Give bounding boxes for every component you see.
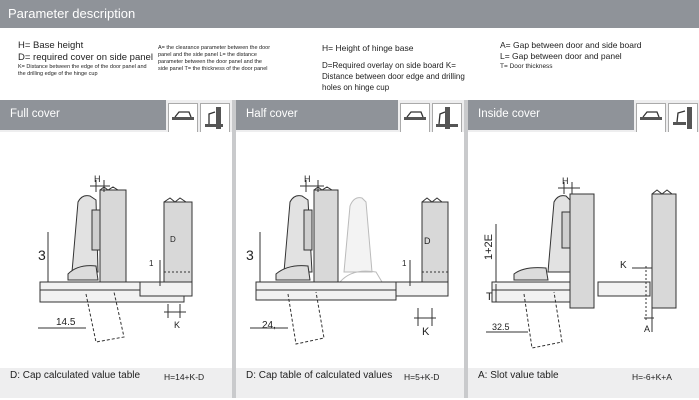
hinge-thumbnail-icon[interactable] — [200, 103, 230, 133]
panel-header: Inside cover — [468, 100, 634, 130]
panel-title: Inside cover — [478, 108, 541, 120]
desc-line: Distance between door edge and drilling — [322, 72, 465, 81]
label-k: K — [422, 326, 430, 338]
panel-formula: H=5+K-D — [404, 372, 440, 382]
label-k: K — [174, 320, 180, 330]
desc-line: H= Height of hinge base — [322, 43, 414, 53]
label-a: A — [644, 324, 650, 334]
hinge-thumbnail-icon[interactable] — [636, 103, 666, 133]
panel-footer: D: Cap calculated value table — [10, 370, 141, 381]
desc-column-2: A= the clearance parameter between the d… — [158, 45, 288, 73]
label-h: H — [94, 174, 101, 184]
desc-line: A= the clearance parameter between the d… — [158, 45, 271, 51]
label-1: 1 — [149, 259, 154, 268]
label-t: T — [486, 291, 493, 303]
panel-title: Full cover — [10, 108, 60, 120]
desc-line: holes on hinge cup — [322, 83, 390, 92]
hinge-thumbnail-icon[interactable] — [400, 103, 430, 133]
label-dim: 14.5 — [56, 317, 76, 328]
half-cover-diagram: H 3 D 1 24, K — [246, 174, 449, 345]
label-h: H — [304, 174, 311, 184]
hinge-thumbnail-icon[interactable] — [432, 103, 462, 133]
label-3: 3 — [38, 247, 46, 263]
page-title: Parameter description — [8, 6, 136, 21]
label-dim: 24, — [262, 320, 276, 331]
full-cover-diagram: H 3 D 1 14.5 K — [38, 174, 193, 343]
desc-line: T= Door thickness — [500, 63, 553, 70]
diagram-area: H 3 D 1 14.5 K — [0, 132, 232, 368]
desc-column-1: H= Base height D= required cover on side… — [18, 40, 158, 78]
label-dim: 32.5 — [492, 322, 510, 332]
hinge-thumbnail-icon[interactable] — [168, 103, 198, 133]
label-d: D — [424, 236, 431, 246]
diagram-area: H 3 D 1 24, K — [236, 132, 464, 368]
panel-divider — [464, 100, 468, 398]
desc-line: D=Required overlay on side board K= — [322, 61, 456, 70]
panel-divider — [232, 100, 236, 398]
desc-line: K= Distance between the edge of the door… — [18, 64, 147, 70]
label-3: 3 — [246, 247, 254, 263]
desc-line: A= Gap between door and side board — [500, 40, 642, 50]
inside-cover-diagram: 1+2E H T 32.5 K A — [483, 176, 677, 349]
desc-column-3: H= Height of hinge base D=Required overl… — [322, 42, 492, 93]
label-h: H — [562, 176, 569, 186]
label-e: 1+2E — [483, 234, 495, 260]
panel-title: Half cover — [246, 108, 298, 120]
header-bar: Parameter description — [0, 0, 699, 28]
desc-line: side panel T= the thickness of the door … — [158, 66, 268, 72]
panel-footer: A: Slot value table — [478, 370, 559, 381]
hinge-thumbnail-icon[interactable] — [668, 103, 698, 133]
panel-inside-cover: Inside cover — [468, 100, 699, 398]
desc-line: panel and the side panel L= the distance — [158, 52, 257, 58]
label-1: 1 — [402, 259, 407, 268]
desc-line: L= Gap between door and panel — [500, 51, 622, 61]
desc-line: H= Base height — [18, 40, 84, 51]
panel-header: Full cover — [0, 100, 166, 130]
desc-column-4: A= Gap between door and side board L= Ga… — [500, 40, 690, 71]
panel-header: Half cover — [236, 100, 398, 130]
label-d: D — [170, 235, 176, 244]
panel-footer: D: Cap table of calculated values — [246, 370, 393, 381]
desc-line: parameter between the door panel and the — [158, 59, 262, 65]
label-k: K — [620, 260, 627, 271]
diagram-area: 1+2E H T 32.5 K A — [468, 132, 699, 368]
panel-formula: H=-6+K+A — [632, 372, 672, 382]
desc-line: D= required cover on side panel — [18, 52, 153, 63]
desc-line: the drilling edge of the hinge cup — [18, 71, 98, 77]
panel-formula: H=14+K-D — [164, 372, 205, 382]
panel-full-cover: Full cover — [0, 100, 232, 398]
panel-half-cover: Half cover — [236, 100, 464, 398]
